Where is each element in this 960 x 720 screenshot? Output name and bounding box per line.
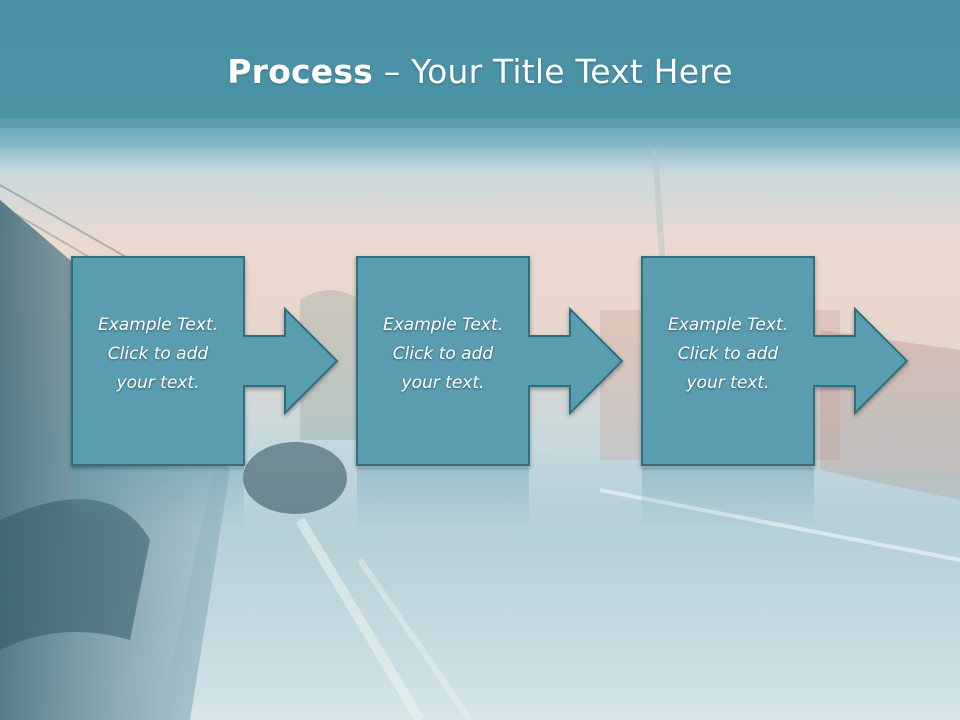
process-step-1[interactable] [71, 256, 339, 466]
step-1-line-1: Example Text. [97, 315, 219, 335]
slide-title[interactable]: Process – Your Title Text Here [0, 52, 960, 91]
step-2-line-3: your text. [401, 373, 485, 393]
shape-reflections [72, 468, 814, 528]
step-2-text[interactable]: Example Text. Click to add your text. [357, 311, 529, 398]
title-bold: Process [227, 52, 374, 91]
step-1-line-3: your text. [116, 373, 200, 393]
step-2-line-1: Example Text. [382, 315, 504, 335]
step-1-text[interactable]: Example Text. Click to add your text. [72, 311, 244, 398]
step-3-text[interactable]: Example Text. Click to add your text. [642, 311, 814, 398]
title-rest: – Your Title Text Here [373, 52, 733, 91]
step-3-line-3: your text. [686, 373, 770, 393]
step-3-line-1: Example Text. [667, 315, 789, 335]
step-3-line-2: Click to add [677, 344, 779, 364]
step-2-line-2: Click to add [392, 344, 494, 364]
process-step-3[interactable] [641, 256, 909, 466]
step-1-line-2: Click to add [107, 344, 209, 364]
process-step-2[interactable] [356, 256, 624, 466]
